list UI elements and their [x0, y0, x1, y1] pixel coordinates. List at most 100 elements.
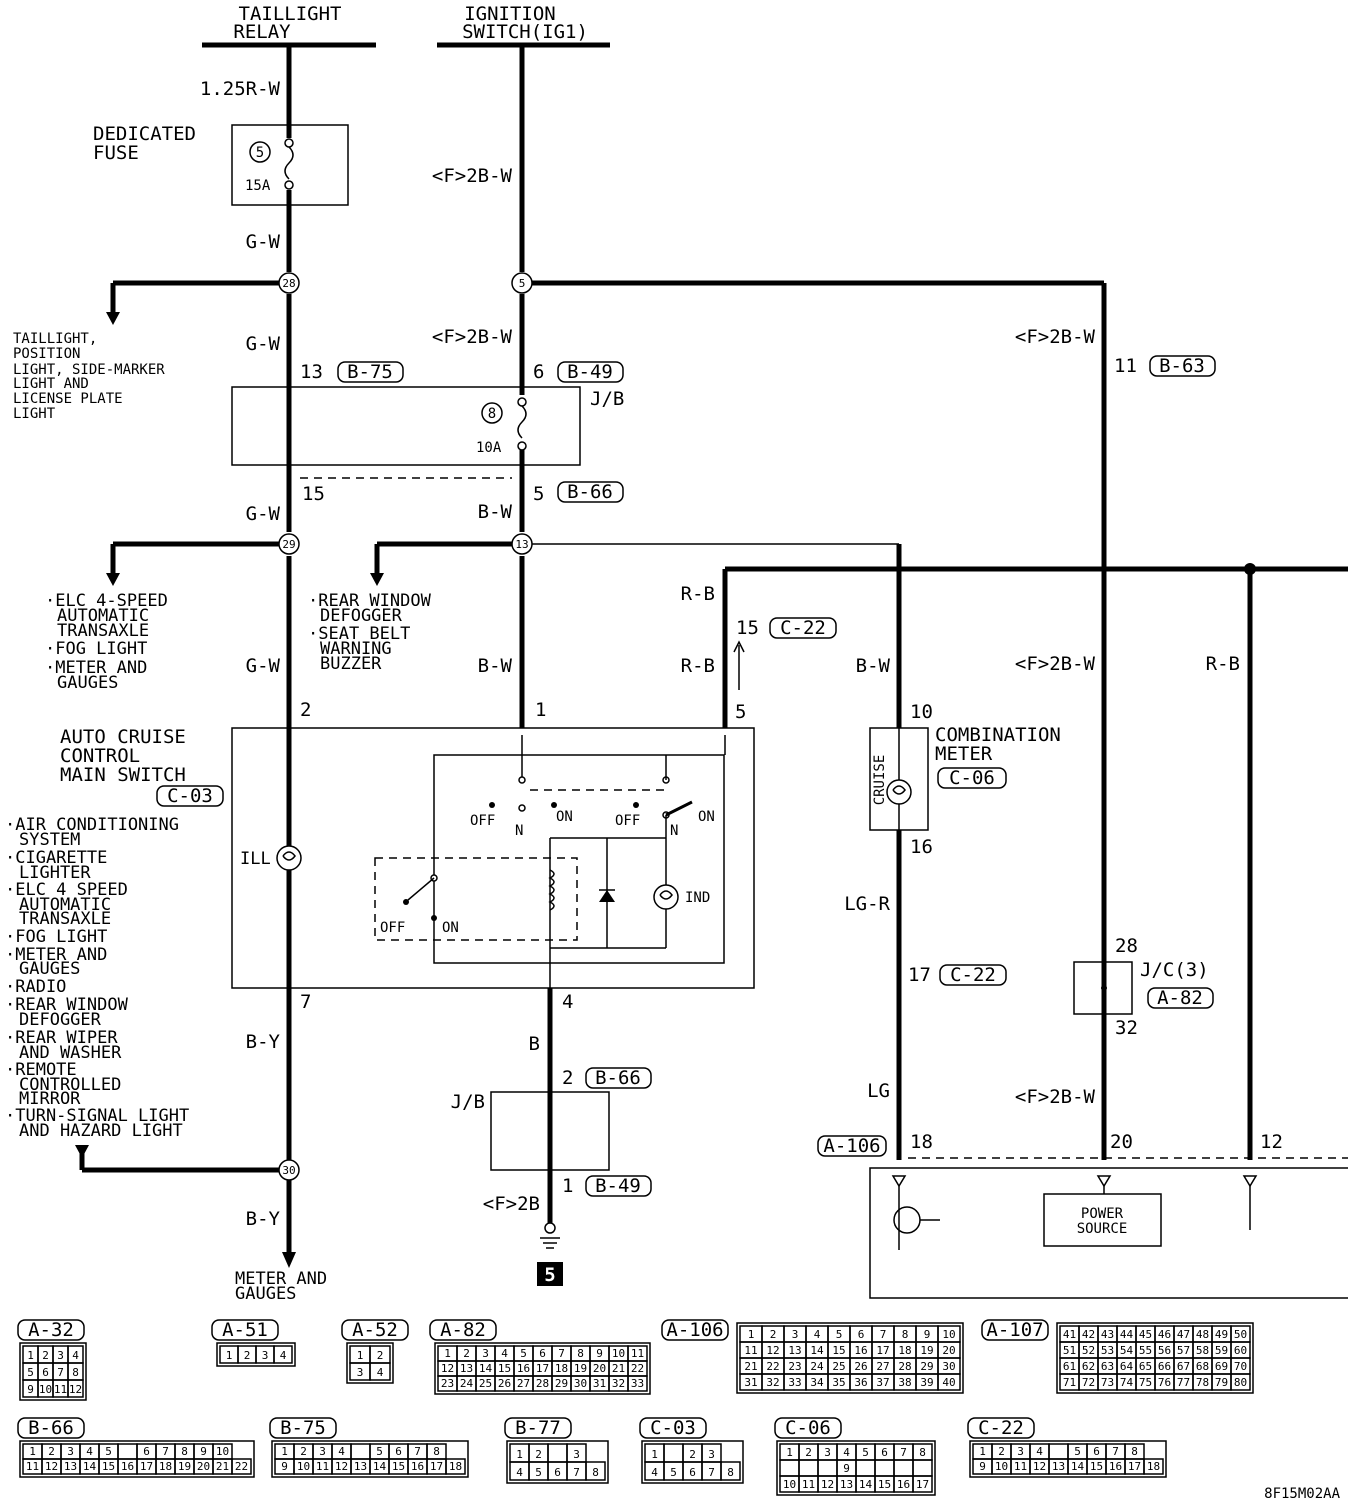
connector-pin-number: 33: [788, 1376, 801, 1389]
svg-text:GAUGES: GAUGES: [19, 959, 80, 979]
connector-pin-number: 41: [1063, 1328, 1076, 1341]
connector-pin-number: 25: [479, 1377, 492, 1390]
connector-pin-number: 2: [463, 1347, 470, 1360]
switch-off-label: OFF: [380, 920, 405, 936]
connector-tag: [557, 481, 624, 503]
wire-label: R-B: [1206, 653, 1240, 675]
connector-pin-number: 68: [1196, 1360, 1209, 1373]
connector-pin-cell: [912, 1475, 933, 1493]
connector-pin-number: 17: [1128, 1460, 1141, 1473]
connector-view-name: A-32: [28, 1319, 74, 1341]
connector-pin-number: 1: [29, 1445, 36, 1458]
connector-pin-number: 30: [574, 1377, 587, 1390]
diagram-code: 8F15M02AA: [1264, 1486, 1340, 1502]
connector-view-tag: [269, 1417, 337, 1439]
switch-dashed-box: [374, 857, 578, 941]
connector-pin-number: 5: [1074, 1445, 1081, 1458]
pin-label: 2: [300, 699, 311, 721]
connector-pin-number: 16: [1109, 1460, 1122, 1473]
connector-pin-number: 10: [39, 1383, 52, 1396]
connector-pin-number: 4: [86, 1445, 93, 1458]
svg-text:DEFOGGER: DEFOGGER: [19, 1010, 102, 1030]
junction-label: 5: [519, 277, 526, 290]
connector-view-housing: [434, 1342, 651, 1395]
connector-pin-number: 7: [57, 1366, 64, 1379]
jb-label: J/B: [590, 388, 624, 410]
power-source-box: [1043, 1193, 1162, 1247]
ind-lamp: [653, 884, 679, 910]
connector-pin-number: 12: [441, 1362, 454, 1375]
connector-pin-number: 56: [1158, 1344, 1171, 1357]
connector-pin-number: 27: [876, 1360, 889, 1373]
connector-pin-number: 58: [1196, 1344, 1209, 1357]
note-illumination-list: ·AIR CONDITIONING SYSTEM ·CIGARETTE LIGH…: [5, 815, 189, 1141]
ground-number-box: [537, 1262, 563, 1286]
jc-label: J/C(3): [1140, 959, 1209, 981]
connector-pin-number: 3: [319, 1445, 326, 1458]
ignition-switch-label-1: IGNITION: [464, 3, 556, 25]
connector-pin-number: 59: [1215, 1344, 1228, 1357]
connector-pin-number: 51: [1063, 1344, 1076, 1357]
connector-pin-number: 12: [45, 1460, 58, 1473]
connector-pin-number: 73: [1101, 1376, 1114, 1389]
arrow-down-icon: [370, 573, 384, 586]
svg-text:CONTROL: CONTROL: [60, 745, 140, 767]
connector-view-tag: [17, 1417, 85, 1439]
wire-label: <F>2B-W: [432, 326, 513, 348]
connector-view-housing: [216, 1342, 296, 1367]
svg-text:AND WASHER: AND WASHER: [19, 1043, 122, 1063]
svg-text:·ELC 4-SPEED: ·ELC 4-SPEED: [45, 591, 168, 611]
pin-label: 10: [910, 701, 933, 723]
connector-pin-number: 60: [1234, 1344, 1247, 1357]
connector-pin-number: 12: [1033, 1460, 1046, 1473]
connector-pin-number: 15: [498, 1362, 511, 1375]
connector-pin-number: 8: [577, 1347, 584, 1360]
connector-pin-number: 10: [783, 1478, 796, 1491]
lamp-filament: [659, 890, 673, 900]
connector-pin-cell: [273, 1345, 293, 1364]
connector-pin-number: 9: [27, 1383, 34, 1396]
pin-label: 15: [736, 617, 759, 639]
connector-pin-number: 46: [1158, 1328, 1171, 1341]
connector-pin-number: 7: [558, 1347, 565, 1360]
contact: [518, 776, 526, 784]
connector-pin-cell: [585, 1461, 606, 1481]
ind-label: IND: [685, 890, 710, 906]
contact: [518, 804, 526, 812]
connector-pin-number: 17: [536, 1362, 549, 1375]
connector-pin-number: 2: [300, 1445, 307, 1458]
connector-pin-number: 11: [631, 1347, 644, 1360]
wire-label: <F>2B-W: [1015, 326, 1096, 348]
svg-text:·REAR WIPER: ·REAR WIPER: [5, 1028, 118, 1048]
arrow-down-icon: [106, 573, 120, 586]
connector-b66: B-66: [567, 481, 613, 503]
pin-label: 5: [735, 701, 746, 723]
contact: [431, 915, 437, 921]
connector-view-tag: [17, 1319, 85, 1341]
svg-text:AUTOMATIC: AUTOMATIC: [19, 895, 111, 915]
connector-pin-number: 1: [516, 1448, 523, 1461]
ground-number: 5: [544, 1264, 555, 1286]
connector-pin-number: 11: [26, 1460, 39, 1473]
connector-pin-number: 29: [555, 1377, 568, 1390]
wire-label: 1.25R-W: [200, 78, 281, 100]
connector-pin-number: 6: [858, 1328, 865, 1341]
connector-view-tag: [429, 1319, 497, 1341]
connector-pin-cell: [350, 1443, 371, 1460]
connector-pin-number: 13: [64, 1460, 77, 1473]
pin-label: 28: [1115, 935, 1138, 957]
svg-text:GAUGES: GAUGES: [235, 1284, 296, 1304]
connector-tag: [156, 785, 224, 807]
connector-pin-cell: [779, 1459, 800, 1477]
junction-label: 29: [282, 538, 295, 551]
connector-pin-number: 39: [920, 1376, 933, 1389]
main-switch-box: [231, 727, 755, 989]
connector-pin-cell: [817, 1459, 838, 1477]
connector-pin-number: 30: [942, 1360, 955, 1373]
connector-pin-number: 14: [373, 1460, 387, 1473]
pin-label: 16: [910, 836, 933, 858]
junction-block-box: [231, 386, 581, 466]
